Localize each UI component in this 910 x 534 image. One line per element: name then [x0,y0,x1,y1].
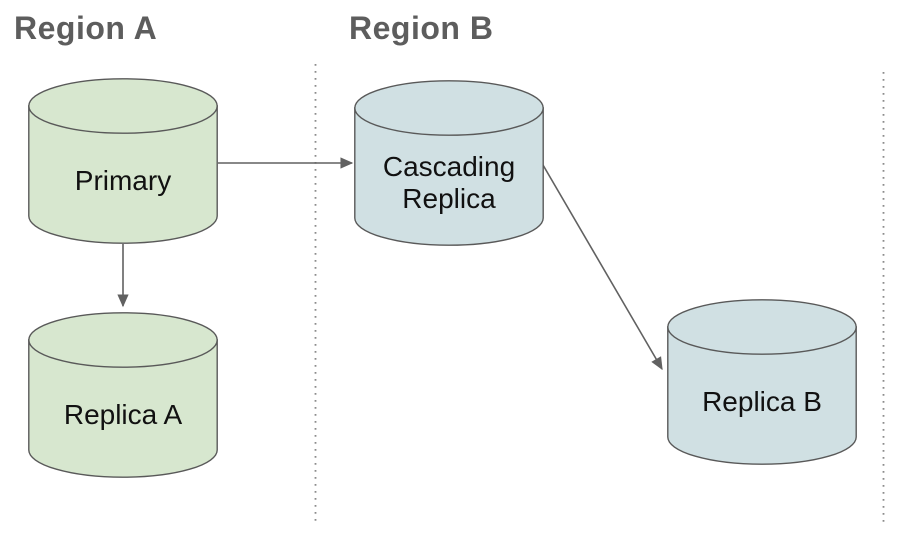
region-a-title: Region A [14,10,158,46]
region-b-title: Region B [349,10,494,46]
database-cylinder-icon [28,78,218,244]
node-replica-a[interactable]: Replica A [28,312,218,478]
database-cylinder-icon [354,80,544,246]
node-replica-b[interactable]: Replica B [667,299,857,465]
edge-cascading-replica-to-replica-b-arrow [542,164,663,371]
node-primary[interactable]: Primary [28,78,218,244]
node-replica-b-label: Replica B [702,385,822,417]
node-cascading-replica-label: Cascading Replica [382,150,516,214]
node-cascading-replica[interactable]: Cascading Replica [354,80,544,246]
database-cylinder-icon [28,312,218,478]
database-cylinder-icon [667,299,857,465]
node-primary-label: Primary [74,164,172,196]
node-replica-a-label: Replica A [63,398,183,430]
